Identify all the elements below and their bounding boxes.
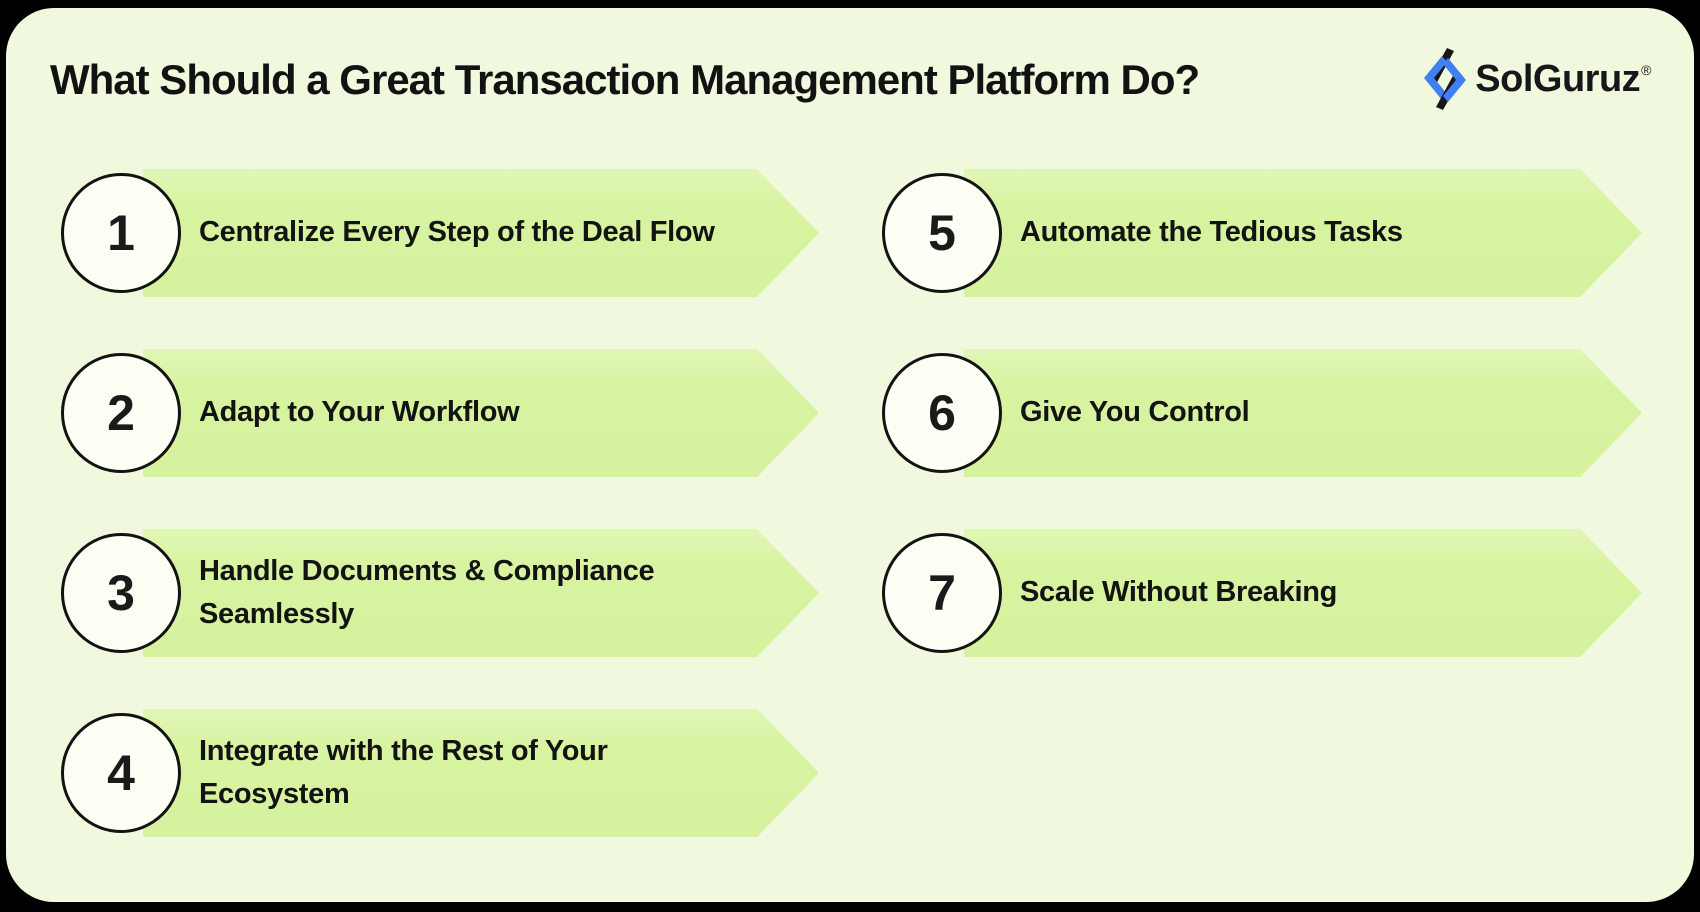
item-label: Integrate with the Rest of Your Ecosyste… (199, 734, 608, 810)
brand-logo: SolGuruz® (1423, 48, 1651, 110)
item-number-badge: 3 (61, 533, 181, 653)
item-arrow-banner: Scale Without Breaking (964, 529, 1642, 657)
item-label: Scale Without Breaking (1020, 576, 1338, 609)
item-label: Adapt to Your Workflow (199, 396, 520, 429)
item-label: Give You Control (1020, 396, 1250, 429)
item-arrow-banner: Adapt to Your Workflow (143, 349, 819, 477)
item-arrow-banner: Give You Control (964, 349, 1642, 477)
brand-name: SolGuruz® (1475, 57, 1651, 100)
item-number-badge: 2 (61, 353, 181, 473)
registered-mark: ® (1641, 61, 1651, 78)
item-arrow-banner: Handle Documents & Compliance Seamlessly (143, 529, 819, 657)
item-label: Handle Documents & Compliance Seamlessly (199, 554, 655, 630)
item-arrow-banner: Centralize Every Step of the Deal Flow (143, 169, 819, 297)
item-number-badge: 5 (882, 173, 1002, 293)
solguruz-bolt-icon (1424, 48, 1467, 110)
item-number-badge: 6 (882, 353, 1002, 473)
item-arrow-banner: Automate the Tedious Tasks (964, 169, 1642, 297)
infographic-card: What Should a Great Transaction Manageme… (6, 8, 1694, 902)
page-title: What Should a Great Transaction Manageme… (50, 56, 1200, 103)
item-label: Automate the Tedious Tasks (1020, 216, 1403, 249)
item-number-badge: 7 (882, 533, 1002, 653)
item-number-badge: 1 (61, 173, 181, 293)
item-number-badge: 4 (61, 713, 181, 833)
item-arrow-banner: Integrate with the Rest of Your Ecosyste… (143, 709, 819, 837)
item-label: Centralize Every Step of the Deal Flow (199, 216, 715, 249)
